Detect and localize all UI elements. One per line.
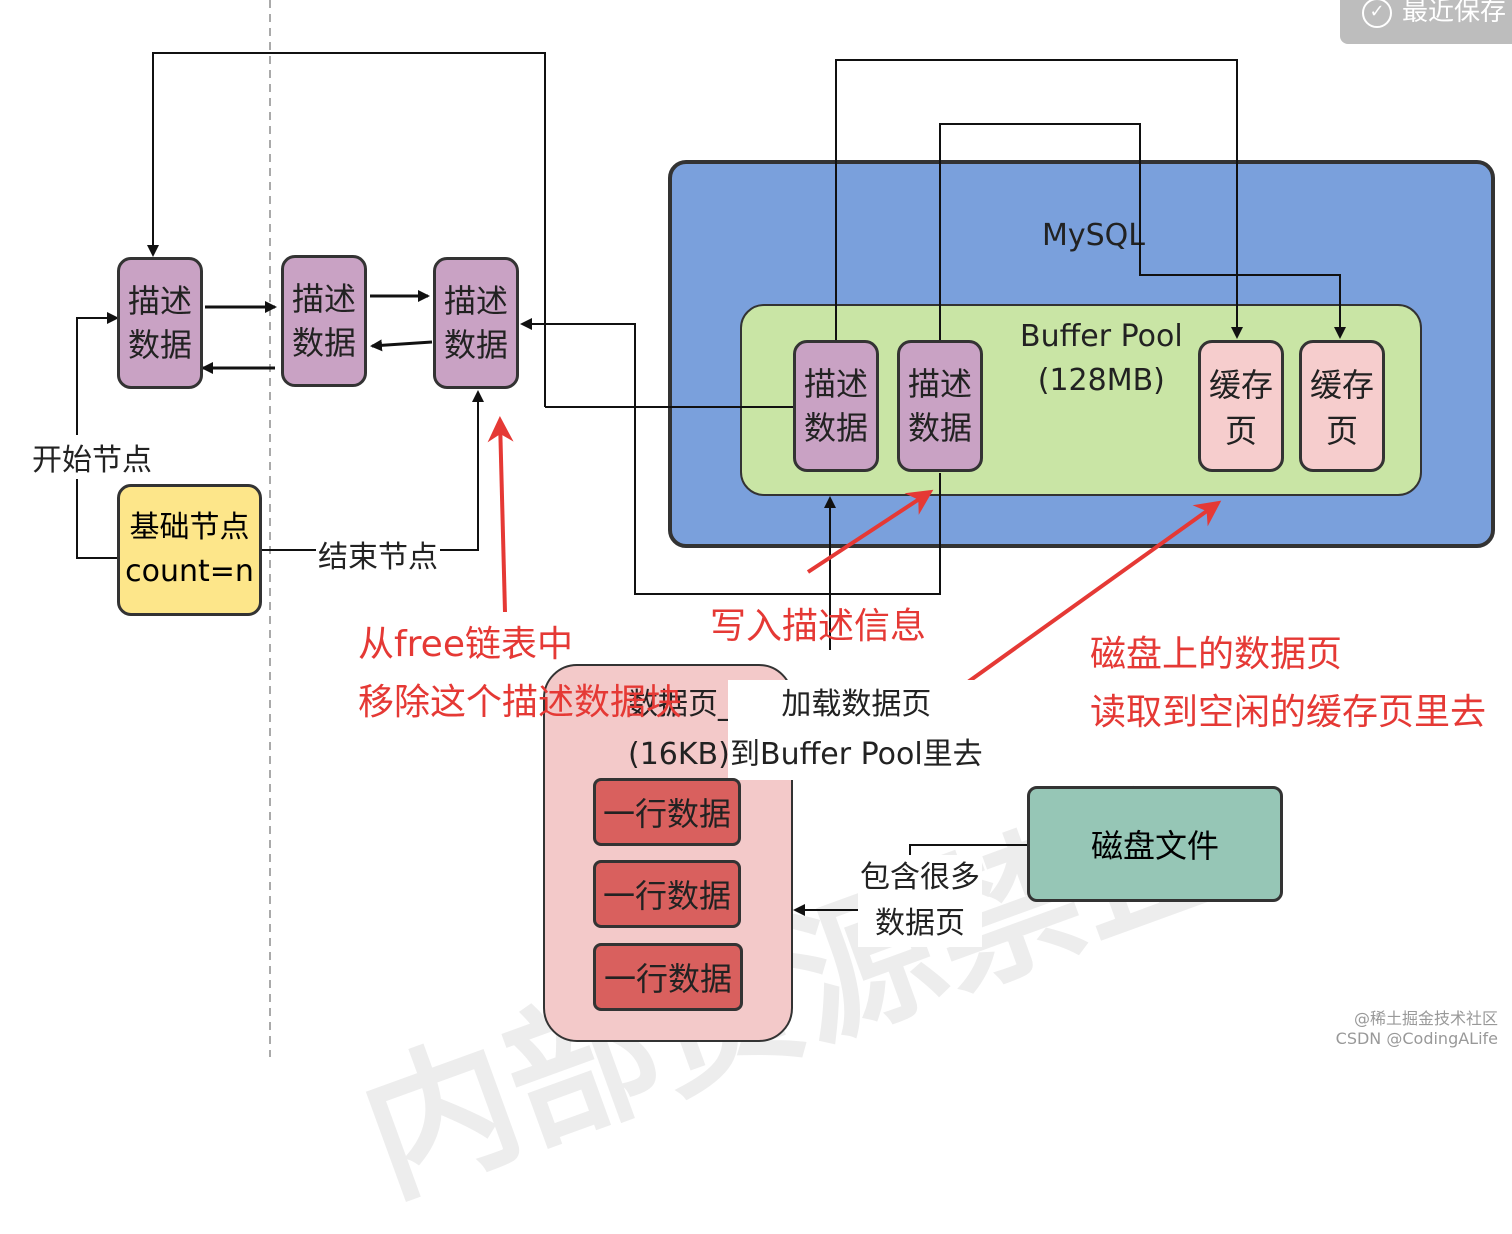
pool-descriptor-1: 描述数据 <box>793 340 879 472</box>
descriptor-label: 描述数据 <box>907 365 972 447</box>
data-row-2: 一行数据 <box>593 860 741 928</box>
cache-page-label: 缓存页 <box>1309 366 1374 450</box>
free-list-node-1: 描述数据 <box>117 257 203 389</box>
free-list-node-2: 描述数据 <box>281 255 367 387</box>
annotation-disk-read: 磁盘上的数据页读取到空闲的缓存页里去 <box>1090 634 1487 733</box>
prev-arrow-2 <box>370 339 433 352</box>
save-button[interactable]: ✓ 最近保存 <box>1340 0 1512 44</box>
descriptor-to-cache-1 <box>835 59 1243 340</box>
data-row-label: 一行数据 <box>602 877 731 915</box>
red-arrow-write-desc <box>806 489 934 574</box>
descriptor-to-cache-2 <box>939 123 1346 340</box>
data-row-label: 一行数据 <box>603 960 732 998</box>
loop-arrow <box>147 52 546 407</box>
cache-page-2: 缓存页 <box>1299 340 1385 472</box>
descriptor-back-arrow <box>520 318 941 595</box>
pool-descriptor-2: 描述数据 <box>897 340 983 472</box>
disk-file: 磁盘文件 <box>1027 786 1283 902</box>
credits: @稀土掘金技术社区 CSDN @CodingALife <box>1336 1009 1498 1049</box>
data-row-1: 一行数据 <box>593 778 741 846</box>
node-label: 描述数据 <box>443 282 508 364</box>
data-row-3: 一行数据 <box>593 943 743 1011</box>
credit-line-2: CSDN @CodingALife <box>1335 1029 1498 1048</box>
disk-contains-label: 包含很多数据页 <box>858 855 982 947</box>
cache-page-1: 缓存页 <box>1198 340 1284 472</box>
node-label: 描述数据 <box>127 282 192 364</box>
node-label: 描述数据 <box>291 280 356 362</box>
check-circle-icon: ✓ <box>1362 0 1392 28</box>
descriptor-label: 描述数据 <box>803 365 868 447</box>
red-arrow-disk-read <box>938 500 1222 704</box>
start-node-label: 开始节点 <box>30 435 154 479</box>
load-page-label: 加载数据页到Buffer Pool里去 <box>728 680 985 780</box>
data-page-label: 数据页_(16KB) <box>628 687 733 772</box>
annotation-free-remove: 从free链表中移除这个描述数据块 <box>358 624 683 723</box>
buffer-pool-label: Buffer Pool(128MB) <box>1020 319 1183 398</box>
diagram-canvas: 内部资源禁止 MySQL Buffer Pool(128MB) <box>30 0 1512 1226</box>
red-arrow-free-remove <box>487 416 514 613</box>
data-row-label: 一行数据 <box>602 795 731 833</box>
cache-page-label: 缓存页 <box>1208 366 1273 450</box>
mysql-title: MySQL <box>1042 218 1146 253</box>
free-list-node-3: 描述数据 <box>433 257 519 389</box>
connector-layer <box>76 52 1346 916</box>
disk-file-label: 磁盘文件 <box>1090 827 1219 865</box>
end-node-arrow <box>262 390 484 551</box>
credit-line-1: @稀土掘金技术社区 <box>1353 1009 1498 1028</box>
annotation-write-desc: 写入描述信息 <box>710 606 927 647</box>
end-node-label: 结束节点 <box>316 532 440 576</box>
save-label: 最近保存 <box>1402 0 1507 27</box>
